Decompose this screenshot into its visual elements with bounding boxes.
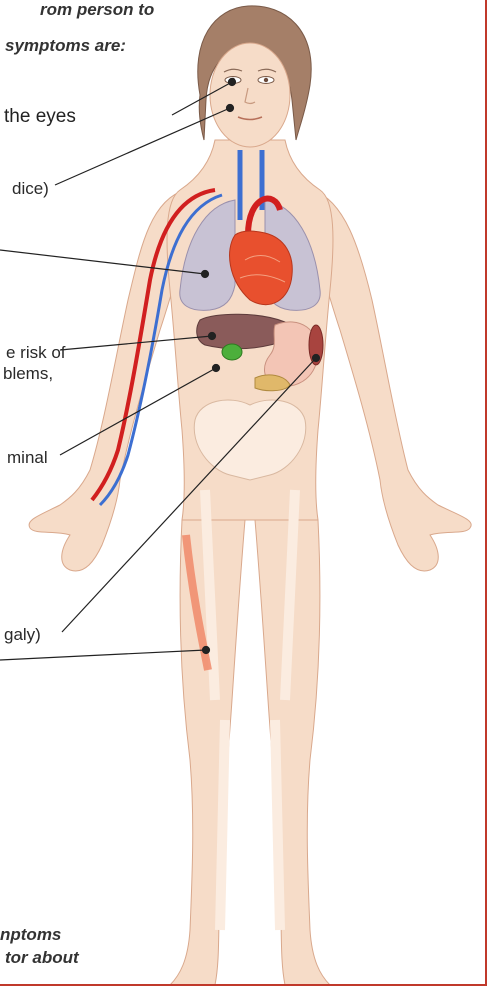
frame-right-border (485, 0, 487, 985)
head (210, 43, 290, 147)
label-liver-line-1: e risk of (6, 343, 66, 363)
intro-line-2: symptoms are: (5, 36, 126, 56)
label-eyes: the eyes (4, 107, 76, 127)
footer-line-1: nptoms (0, 925, 61, 945)
label-splenomegaly: galy) (4, 625, 41, 645)
label-liver-line-2: blems, (3, 364, 53, 384)
left-arm (312, 190, 471, 571)
footer-line-2: tor about (5, 948, 79, 968)
label-abdominal: minal (7, 448, 48, 468)
intro-line-1: rom person to (40, 0, 154, 20)
label-jaundice: dice) (12, 179, 49, 199)
gallbladder (222, 344, 242, 360)
frame-bottom-border (0, 984, 487, 986)
